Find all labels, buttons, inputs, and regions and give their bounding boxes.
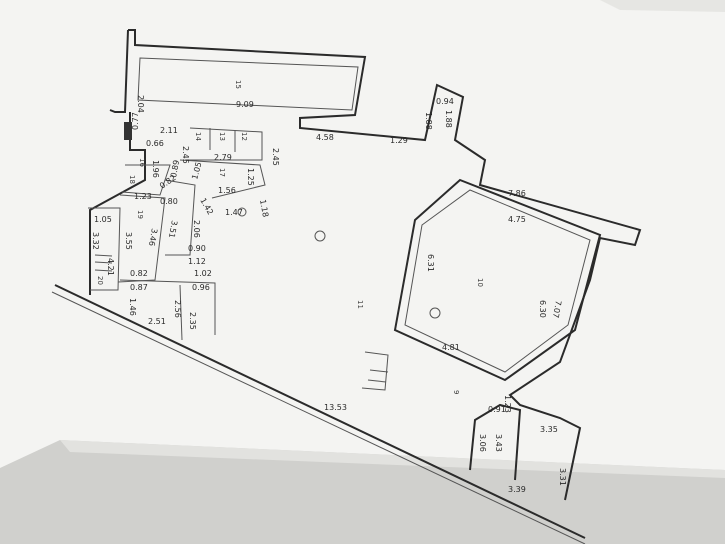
dim-label: 6.31 [426,254,435,272]
dim-label: 3.06 [478,434,487,452]
dim-label: 2.45 [181,146,190,164]
room-label: 20 [96,276,104,285]
dim-label: 7.07 [551,300,563,319]
dim-label: 2.56 [173,300,182,318]
dim-label: 0.90 [188,244,206,253]
room-label: 9 [452,390,460,394]
room-label: 10 [476,278,484,287]
dim-label: 13.53 [324,403,347,412]
dim-label: 2.51 [148,317,166,326]
dim-label: 2.04 [136,95,145,113]
dim-label: 0.96 [192,283,210,292]
dim-label: 3.35 [540,425,558,434]
dim-label: 1.25 [246,168,255,186]
room-label: 16 [138,158,146,167]
dim-label: 0.94 [436,97,454,106]
dim-label: 6.30 [538,300,547,318]
dim-label: 3.31 [558,468,567,486]
room-label: 17 [218,168,226,177]
dim-label: 1.18 [258,199,270,218]
dim-label: 1.29 [390,136,408,145]
inner-walls [88,57,602,391]
room-label: 11 [356,300,364,309]
dim-label: 3.32 [91,232,100,250]
dim-label: 1.23 [503,395,512,413]
dim-label: 0.66 [146,139,164,148]
dim-label: 3.39 [508,485,526,494]
dim-label: 0.77 [131,112,140,130]
dim-label: 1.56 [218,186,236,195]
dim-label: 1.23 [134,192,152,201]
dim-label: 1.02 [194,269,212,278]
dim-label: 2.06 [192,220,201,238]
dim-label: 1.88 [424,112,433,130]
dim-label: 0.91 [488,405,506,414]
dim-label: 1.05 [94,215,112,224]
dim-label: 2.79 [214,153,232,162]
room-label: 15 [234,80,242,89]
dim-label: 4.81 [442,343,460,352]
dim-label: 9.09 [236,100,254,109]
dim-label: 3.55 [124,232,133,250]
room-labels: 15 14 13 12 16 17 18 19 20 11 10 9 [96,80,484,394]
dim-label: 0.87 [130,283,148,292]
dim-label: 3.43 [494,434,503,452]
dim-label: 0.89 [169,159,181,178]
dimension-labels: 2.04 9.09 0.94 1.88 1.88 4.58 1.29 0.77 … [91,95,567,494]
dim-label: 3.51 [167,220,179,239]
dim-label: 7.86 [508,189,526,198]
dim-label: 0.80 [160,197,178,206]
dim-label: 1.47 [225,208,243,217]
dim-label: 2.45 [271,148,280,166]
room-label: 18 [128,175,136,184]
dim-label: 4.75 [508,215,526,224]
dim-label: 4.58 [316,133,334,142]
dim-label: 3.46 [147,228,159,247]
room-label: 14 [194,132,202,141]
dim-label: 4.21 [106,258,115,276]
dim-label: 1.88 [444,110,453,128]
room-label: 13 [218,132,226,141]
room-label: 12 [240,132,248,141]
dim-label: 1.46 [128,298,137,316]
dim-label: 1.96 [151,160,160,178]
dim-label: 1.05 [190,161,203,181]
dim-label: 2.11 [160,126,178,135]
room-label: 19 [136,210,144,219]
dim-label: 1.12 [188,257,206,266]
dim-label: 0.82 [130,269,148,278]
dim-label: 2.35 [188,312,197,330]
